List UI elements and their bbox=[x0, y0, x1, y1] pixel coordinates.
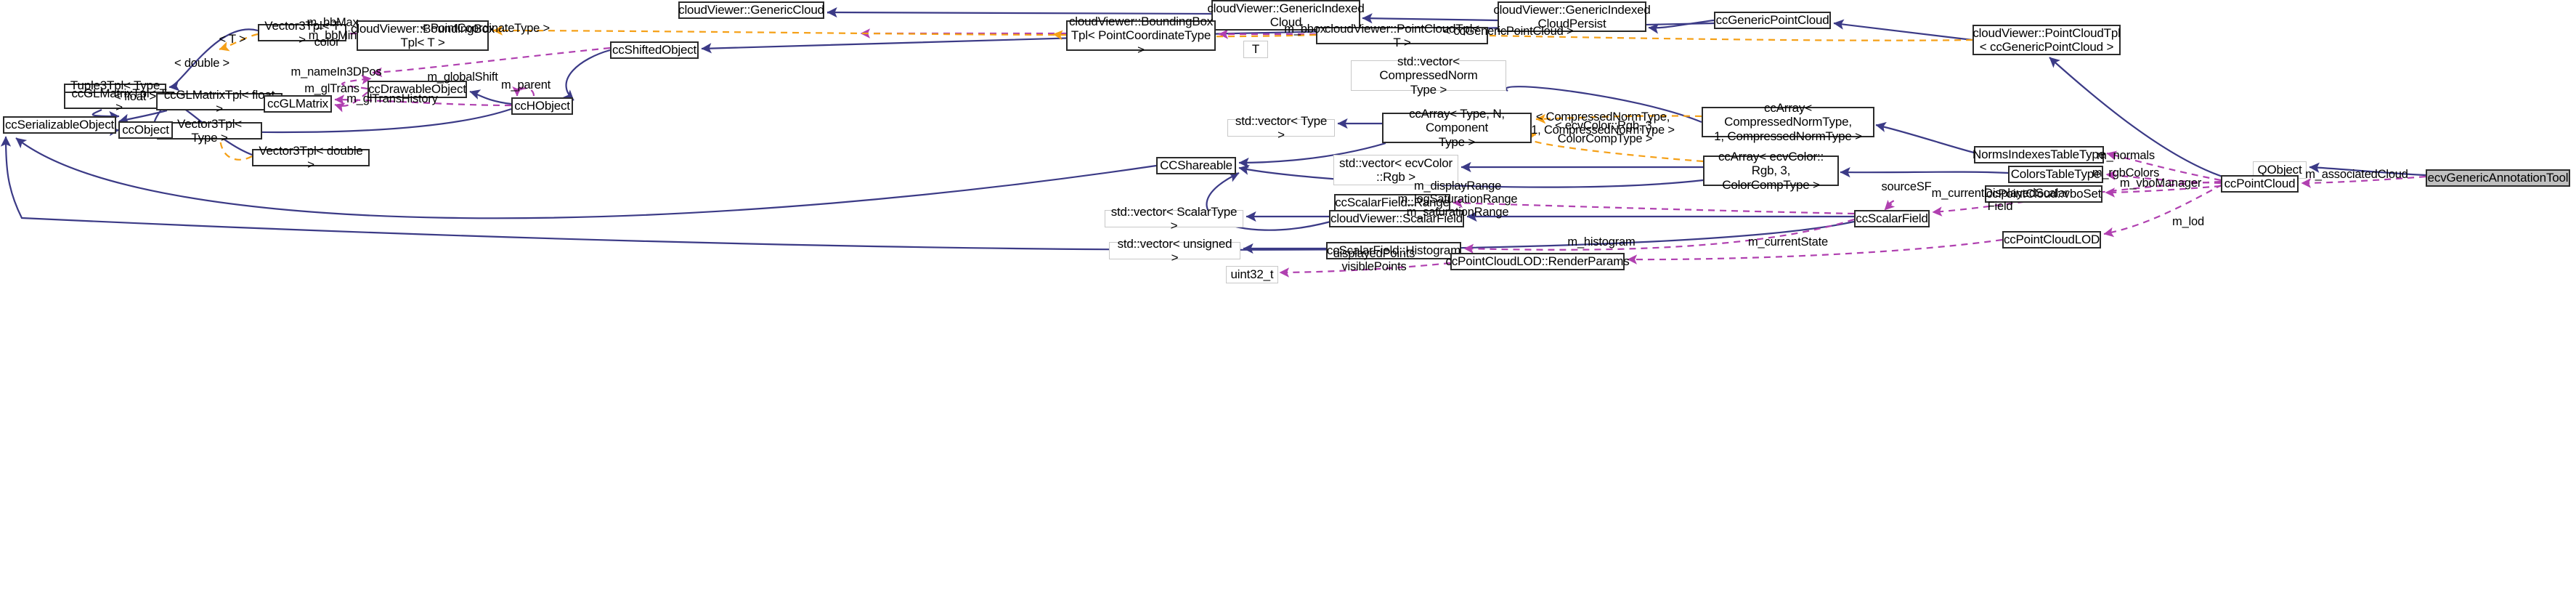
class-node-ccarray-compressednormtype[interactable]: ccArray< CompressedNormType, 1, Compress… bbox=[1702, 101, 1874, 143]
class-node-ccserializableobject[interactable]: ccSerializableObject bbox=[3, 116, 116, 134]
class-node-vector3tpl-double[interactable]: Vector3Tpl< double > bbox=[252, 144, 370, 171]
class-node-ccarray-type-n-componenttype[interactable]: ccArray< Type, N, Component Type > bbox=[1382, 107, 1532, 149]
class-node-ccpointcloudlod[interactable]: ccPointCloudLOD bbox=[2002, 231, 2101, 249]
usage-label-sourcesf: sourceSF bbox=[1881, 179, 1932, 193]
class-node-t[interactable]: T bbox=[1243, 41, 1268, 58]
class-node-ccpointcloud[interactable]: ccPointCloud bbox=[2221, 175, 2299, 193]
class-node-ccgenericpointcloud[interactable]: ccGenericPointCloud bbox=[1714, 12, 1831, 29]
class-node-ccshareable[interactable]: CCShareable bbox=[1156, 157, 1236, 174]
usage-label-display-ranges: m_displayRange m_logSaturationRange m_sa… bbox=[1397, 179, 1518, 219]
class-node-ccshiftedobject[interactable]: ccShiftedObject bbox=[610, 41, 699, 59]
usage-label-currentstate: m_currentState bbox=[1747, 235, 1829, 249]
usage-label-vbomanager: m_vboManager bbox=[2119, 176, 2202, 190]
class-node-ccglmatrix[interactable]: ccGLMatrix bbox=[264, 95, 332, 113]
class-node-ccscalarfield[interactable]: ccScalarField bbox=[1854, 210, 1930, 227]
template-label-double: < double > bbox=[174, 56, 229, 70]
usage-label-bbox: m_bbox bbox=[1284, 22, 1326, 36]
template-label-t: < T > bbox=[219, 32, 246, 46]
template-label-ecvcolor-rgb: < ecvColor::Rgb, 3, ColorCompType > bbox=[1555, 118, 1655, 145]
class-node-ccscalarfield-histogram[interactable]: ccScalarField::Histogram bbox=[1326, 242, 1461, 259]
class-node-vector-ecvcolor-rgb[interactable]: std::vector< ecvColor ::Rgb > bbox=[1333, 155, 1458, 185]
class-node-cloudviewer-genericindexedcloud[interactable]: cloudViewer::GenericIndexed Cloud bbox=[1207, 0, 1365, 31]
class-node-vector-compressednormtype[interactable]: std::vector< CompressedNorm Type > bbox=[1351, 54, 1506, 97]
usage-label-histogram: m_histogram bbox=[1567, 235, 1636, 249]
class-node-cloudviewer-boundingboxtpl-t[interactable]: cloudViewer::BoundingBox Tpl< T > bbox=[350, 20, 495, 51]
class-node-cloudviewer-boundingboxtpl-pointcoordinatetype[interactable]: cloudViewer::BoundingBox Tpl< PointCoord… bbox=[1066, 15, 1216, 57]
class-node-colorstabletype[interactable]: ColorsTableType bbox=[2008, 166, 2103, 183]
class-node-vector-scalartype[interactable]: std::vector< ScalarType > bbox=[1105, 205, 1243, 233]
usage-label-associatedcloud: m_associatedCloud bbox=[2305, 167, 2408, 181]
usage-label-displayed-visible-points: displayedPoints visiblePoints bbox=[1333, 246, 1415, 273]
class-node-normsindexestabletype[interactable]: NormsIndexesTableType bbox=[1972, 146, 2105, 163]
class-node-cloudviewer-scalarfield[interactable]: cloudViewer::ScalarField bbox=[1329, 210, 1464, 227]
class-node-cchobject[interactable]: ccHObject bbox=[511, 97, 573, 115]
usage-label-currentdisplayedscalarfield: m_currentDisplayedScalar Field bbox=[1931, 186, 2069, 213]
template-label-float: < float > bbox=[114, 89, 156, 103]
class-node-ccpointcloudlod-renderparams[interactable]: ccPointCloudLOD::RenderParams bbox=[1445, 253, 1630, 270]
usage-label-namein3dpos: m_nameIn3DPos bbox=[290, 65, 382, 78]
class-node-cloudviewer-genericcloud[interactable]: cloudViewer::GenericCloud bbox=[678, 1, 824, 19]
usage-label-parent: m_parent bbox=[500, 78, 551, 92]
usage-label-normals: m_normals bbox=[2097, 148, 2155, 162]
class-node-vector3tpl-type[interactable]: Vector3Tpl< Type > bbox=[157, 117, 262, 145]
usage-label-rgbcolors: m_rgbColors bbox=[2092, 166, 2160, 179]
usage-label-gltranshistory: m_glTransHistory bbox=[346, 92, 438, 105]
class-node-vector-unsigned[interactable]: std::vector< unsigned > bbox=[1109, 237, 1240, 264]
class-node-ccdrawableobject[interactable]: ccDrawableObject bbox=[367, 81, 467, 98]
class-node-uint32-t[interactable]: uint32_t bbox=[1226, 266, 1278, 283]
usage-label-globalshift: m_globalShift bbox=[427, 70, 498, 84]
class-node-vector-type[interactable]: std::vector< Type > bbox=[1227, 114, 1335, 142]
template-label-pointcoordinatetype: < PointCoordinateType > bbox=[420, 21, 550, 35]
class-node-ecvgenericannotationtool[interactable]: ecvGenericAnnotationTool bbox=[2426, 169, 2570, 187]
usage-label-gltrans: m_glTrans bbox=[304, 81, 359, 95]
template-label-compressednormtype: < CompressedNormType, 1, CompressedNormT… bbox=[1531, 110, 1675, 137]
usage-label-color: color bbox=[314, 35, 340, 49]
class-node-cloudviewer-pointcloudtpl-t[interactable]: cloudViewer::PointCloudTpl< T > bbox=[1316, 22, 1488, 49]
usage-label-bbmax-bbmin: m_bbMax m_bbMin bbox=[306, 15, 359, 42]
class-node-ccarray-ecvcolor-rgb[interactable]: ccArray< ecvColor:: Rgb, 3, ColorCompTyp… bbox=[1703, 150, 1839, 192]
template-label-ccgenericpointcloud: < ccGenericPointCloud > bbox=[1443, 24, 1574, 38]
class-node-cloudviewer-pointcloudtpl-ccgenericpointcloud[interactable]: cloudViewer::PointCloudTpl < ccGenericPo… bbox=[1972, 25, 2121, 55]
class-node-cloudviewer-genericindexedcloudpersist[interactable]: cloudViewer::GenericIndexed CloudPersist bbox=[1493, 1, 1651, 32]
class-node-vector3tpl-t[interactable]: Vector3Tpl< T > bbox=[258, 19, 346, 47]
class-node-ccobject[interactable]: ccObject bbox=[118, 121, 173, 139]
usage-label-lod: m_lod bbox=[2172, 214, 2204, 228]
class-node-ccpointcloud-vboset[interactable]: ccPointCloud::vboSet bbox=[1985, 185, 2102, 203]
